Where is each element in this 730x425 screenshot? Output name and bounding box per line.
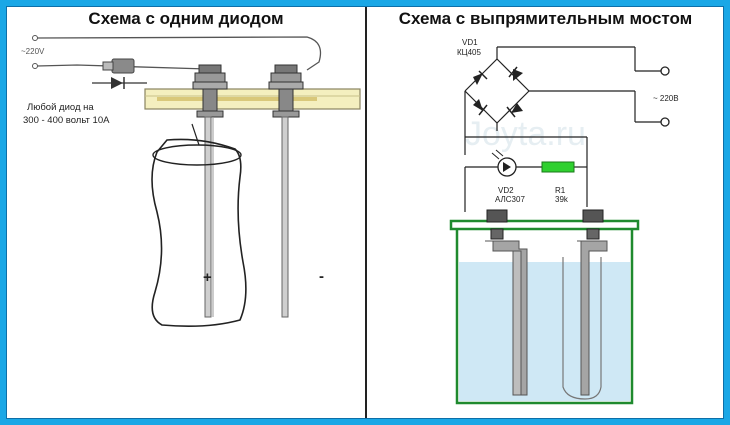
ac-terminal-1 xyxy=(660,66,670,76)
panel-divider xyxy=(365,7,367,418)
led-label-line2: АЛС307 xyxy=(495,195,525,204)
diode-note-line2: 300 - 400 вольт 10А xyxy=(23,115,110,126)
diode-cap xyxy=(102,61,114,71)
diode-icon xyxy=(511,103,523,113)
diode-note-line1: Любой диод на xyxy=(27,102,94,113)
single-diode-diagram: ~220V Любой диод на 300 - 400 вольт 10А xyxy=(21,35,361,328)
bridge-title: Схема с выпрямительным мостом xyxy=(398,9,693,28)
plus-label: + xyxy=(203,269,212,286)
electrode-minus xyxy=(281,116,289,318)
ac-terminal-2 xyxy=(660,117,670,127)
bridge-label-line1: VD1 xyxy=(462,38,478,47)
water xyxy=(459,262,630,401)
bridge-diodes xyxy=(473,69,523,113)
led-label-line1: VD2 xyxy=(498,186,514,195)
bridge-diagram: Joyta.ru xyxy=(449,38,679,405)
electrode-right xyxy=(577,240,608,396)
electrode-left xyxy=(485,240,528,396)
minus-label: - xyxy=(319,268,324,285)
bag-opening xyxy=(152,144,242,166)
terminal-2 xyxy=(32,63,38,69)
container-lid xyxy=(449,219,640,231)
mains-wire-bottom xyxy=(36,64,208,70)
resistor-label-line1: R1 xyxy=(555,186,566,195)
single-diode-panel: Схема с одним диодом ~220V Любой диод на… xyxy=(7,7,365,418)
diode-icon xyxy=(473,73,483,85)
resistor xyxy=(541,161,575,173)
resistor-label-line2: 39k xyxy=(555,195,569,204)
single-diode-title: Схема с одним диодом xyxy=(88,9,284,28)
bolt-right xyxy=(268,64,304,118)
electrode-plus xyxy=(204,116,212,318)
figure-frame: Схема с одним диодом ~220V Любой диод на… xyxy=(6,6,724,419)
diode-symbol-icon xyxy=(111,77,123,89)
ac-label: ~ 220В xyxy=(653,94,679,103)
diode-icon xyxy=(513,69,523,81)
diode-icon xyxy=(473,99,483,111)
bridge-panel: Схема с выпрямительным мостом Joyta.ru xyxy=(367,7,724,418)
fabric-bag xyxy=(151,138,247,328)
bolt-right xyxy=(582,209,604,223)
voltage-label: ~220V xyxy=(21,47,45,56)
inner-bag xyxy=(562,257,602,400)
terminal-1 xyxy=(32,35,38,41)
bridge-label-line2: КЦ405 xyxy=(457,48,481,57)
bolt-left xyxy=(192,64,228,118)
diode-body xyxy=(111,58,135,74)
watermark: Joyta.ru xyxy=(465,115,586,153)
mains-wire-top xyxy=(36,36,322,71)
bolt-left xyxy=(486,209,508,223)
